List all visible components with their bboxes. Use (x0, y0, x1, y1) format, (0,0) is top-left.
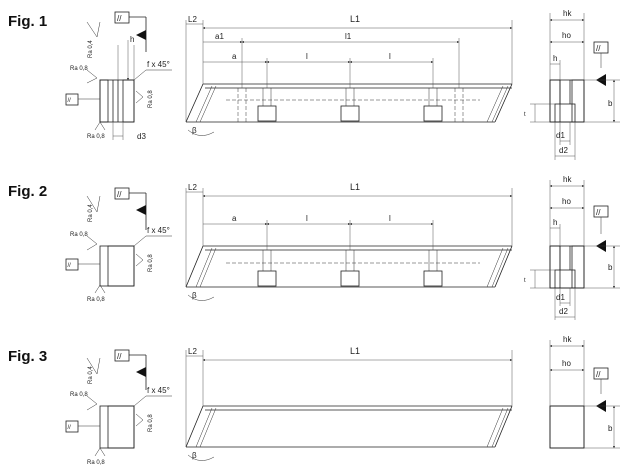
dim-L1: L1 (350, 14, 360, 24)
dim-hk: hk (563, 9, 572, 18)
angle-beta: β (192, 126, 197, 135)
dim-h: h (130, 35, 134, 44)
dim-ho: ho (562, 31, 571, 40)
dim-d3: d3 (137, 132, 146, 141)
ra-left-text: Ra 0,8 (70, 232, 88, 238)
ra-bottom-text: Ra 0,8 (87, 297, 105, 303)
dim-L2: L2 (188, 347, 197, 356)
chamfer-text: f x 45° (147, 226, 170, 235)
ra-top-text: Ra 0,4 (88, 366, 94, 384)
dim-hk: hk (563, 335, 572, 344)
fig-1-bar: L2 L1 a1 l1 a l l β (185, 14, 513, 136)
dim-t: t (524, 278, 526, 284)
parallel-symbol-end: // (596, 44, 601, 53)
dim-hk: hk (563, 175, 572, 184)
dim-l-2: l (389, 52, 391, 61)
dim-t: t (524, 112, 526, 118)
dim-a: a (232, 52, 237, 61)
parallel-symbol-end: // (596, 208, 601, 217)
fig-1-label: Fig. 1 (8, 13, 48, 30)
parallel-symbol: // (117, 190, 122, 199)
ra-right-text: Ra 0,8 (148, 90, 154, 108)
fig-3-end-view: hk ho // b (549, 335, 620, 449)
fig-3-bar: L2 L1 β (185, 346, 513, 461)
angle-beta: β (192, 451, 197, 460)
fig-3-cross-section: // Ra 0,4 Ra 0,8 Ra 0,8 Ra 0,8 // f x 45… (65, 349, 172, 466)
fig-1-end-view: hk ho h // b t d1 d2 (524, 9, 620, 160)
dim-L2: L2 (188, 15, 197, 24)
dim-L2: L2 (188, 183, 197, 192)
dim-h-end: h (553, 54, 557, 63)
ra-left-text: Ra 0,8 (70, 66, 88, 72)
ra-top-text: Ra 0,4 (88, 40, 94, 58)
ra-top-text: Ra 0,4 (88, 204, 94, 222)
dim-a1: a1 (215, 32, 224, 41)
ra-right-text: Ra 0,8 (148, 254, 154, 272)
dim-d1: d1 (556, 293, 565, 302)
parallel-symbol-left: // (68, 98, 72, 104)
ra-left-text: Ra 0,8 (70, 392, 88, 398)
dim-l1: l1 (345, 32, 352, 41)
dim-b: b (608, 99, 613, 108)
dim-a: a (232, 214, 237, 223)
dim-l-1: l (306, 52, 308, 61)
fig-2-label: Fig. 2 (8, 183, 48, 200)
dim-d2: d2 (559, 307, 568, 316)
fig-2-cross-section: // Ra 0,4 Ra 0,8 Ra 0,8 Ra 0,8 // f x 45… (65, 187, 172, 303)
dim-ho: ho (562, 197, 571, 206)
ra-right-text: Ra 0,8 (148, 414, 154, 432)
dim-b: b (608, 263, 613, 272)
dim-d1: d1 (556, 131, 565, 140)
dim-b: b (608, 424, 613, 433)
parallel-symbol: // (117, 14, 122, 23)
chamfer-text: f x 45° (147, 60, 170, 69)
dim-l-2: l (389, 214, 391, 223)
dim-h-end: h (553, 218, 557, 227)
dim-L1: L1 (350, 346, 360, 356)
fig-2-bar: L2 L1 a l l β (185, 182, 513, 301)
parallel-symbol-left: // (68, 425, 72, 431)
parallel-symbol: // (117, 352, 122, 361)
chamfer-text: f x 45° (147, 386, 170, 395)
parallel-symbol-left: // (68, 263, 72, 269)
fig-1-cross-section: // Ra 0,4 Ra 0,8 Ra 0,8 Ra 0,8 // h f x … (65, 11, 172, 141)
parallel-symbol-end: // (596, 370, 601, 379)
angle-beta: β (192, 291, 197, 300)
dim-d2: d2 (559, 146, 568, 155)
fig-3-label: Fig. 3 (8, 348, 48, 365)
dim-L1: L1 (350, 182, 360, 192)
dim-ho: ho (562, 359, 571, 368)
dim-l-1: l (306, 214, 308, 223)
ra-bottom-text: Ra 0,8 (87, 460, 105, 466)
fig-2-end-view: hk ho h // b t d1 d2 (524, 175, 620, 320)
ra-bottom-text: Ra 0,8 (87, 134, 105, 140)
